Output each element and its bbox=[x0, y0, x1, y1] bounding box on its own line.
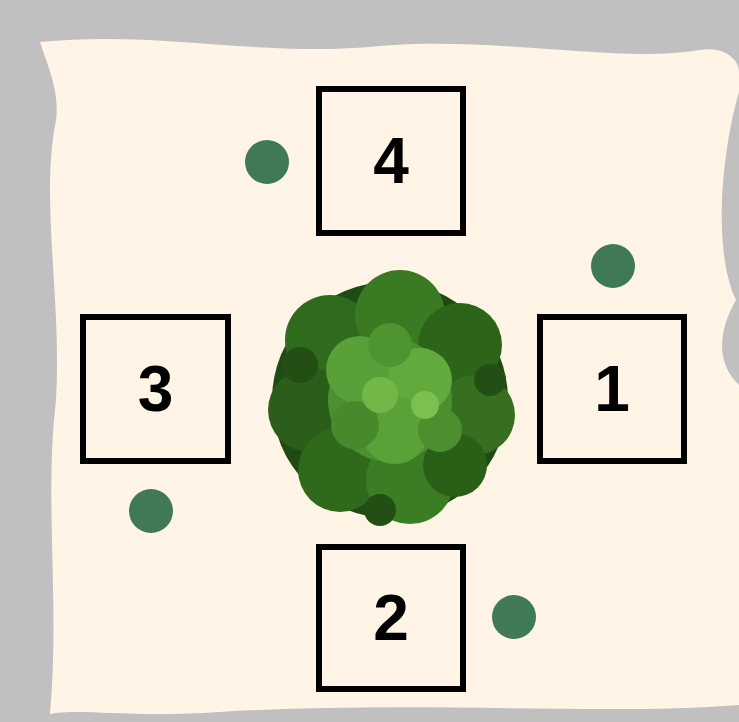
table-box: 4 bbox=[316, 86, 466, 236]
bush-leaf bbox=[282, 347, 318, 383]
plot-area bbox=[40, 39, 739, 714]
marker-dot bbox=[245, 140, 289, 184]
bush-leaf bbox=[368, 323, 412, 367]
bush-leaf bbox=[411, 391, 439, 419]
marker-dot bbox=[492, 595, 536, 639]
marker-dot bbox=[129, 489, 173, 533]
bush-leaf bbox=[362, 377, 398, 413]
table-box: 3 bbox=[80, 314, 231, 464]
box-number: 3 bbox=[138, 357, 174, 421]
bush-leaf bbox=[364, 494, 396, 526]
box-number: 4 bbox=[373, 129, 409, 193]
box-number: 2 bbox=[373, 586, 409, 650]
box-number: 1 bbox=[594, 357, 630, 421]
table-box: 1 bbox=[537, 314, 687, 464]
table-box: 2 bbox=[316, 544, 466, 692]
marker-dot bbox=[591, 244, 635, 288]
bush-leaf bbox=[474, 364, 506, 396]
bush-illustration bbox=[268, 270, 515, 526]
